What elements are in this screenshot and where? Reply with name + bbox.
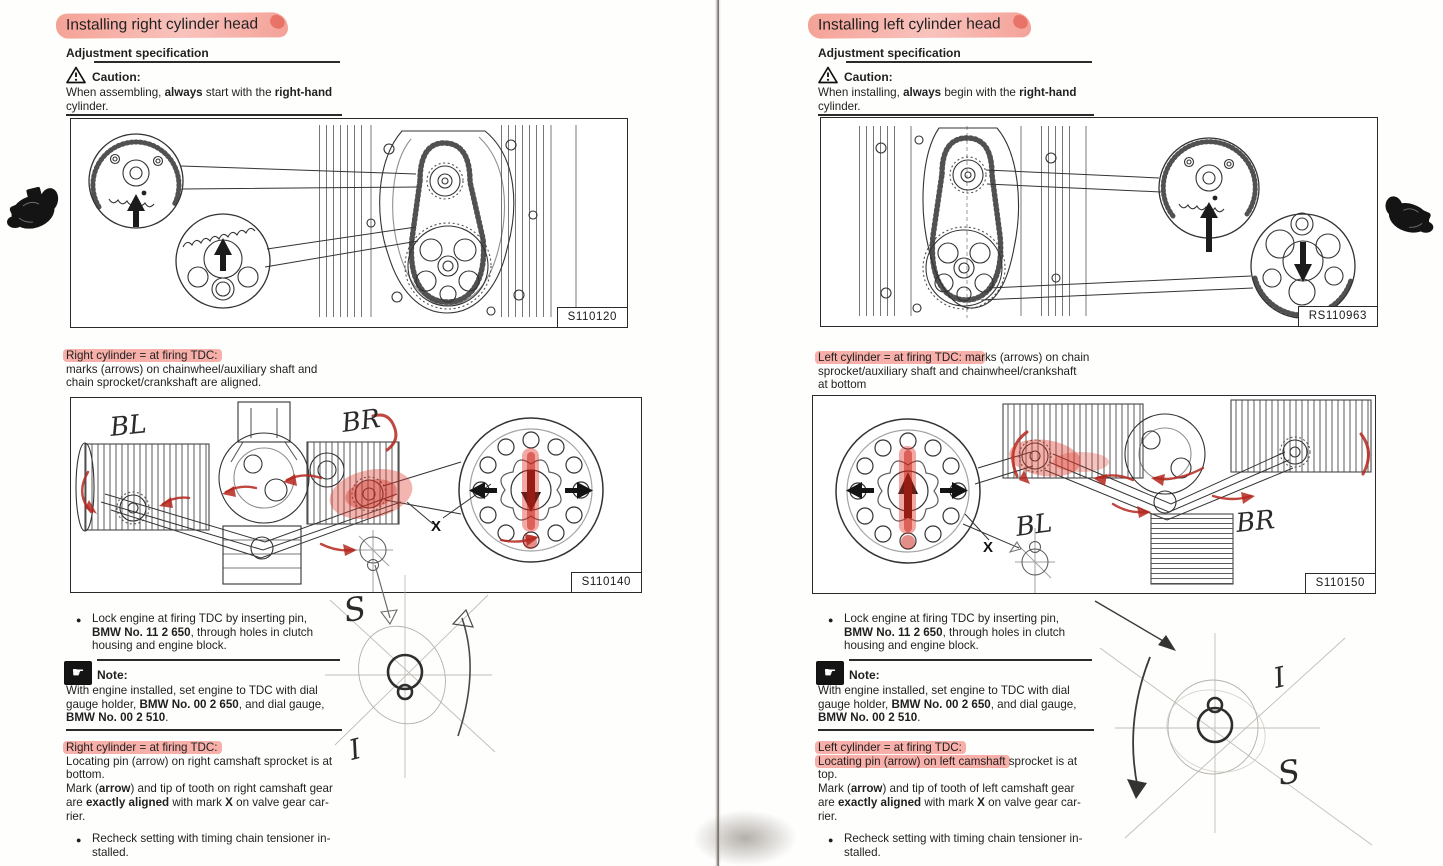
bullet-icon: ● [76,615,82,625]
engine-timing-diagram-svg [855,126,1356,319]
title-highlighter-mark: Installing left cylinder head [807,12,1031,39]
caution-label: Caution: [92,70,141,84]
figure-label: S110150 [1304,573,1376,594]
pencil-keyhole-mark [353,530,393,592]
figure-boxer-engine-left: BL BR X S110150 [812,395,1376,594]
pen-arrowhead [1158,635,1176,651]
note-rule-top [849,659,1092,661]
tdc-note-top: Right cylinder = at firing TDC:marks (ar… [66,349,318,390]
title-highlighter-mark: Installing right cylinder head [55,12,289,39]
red-highlighter-blob [1009,439,1081,477]
hand-sketch-camshaft-right-page: I S [1094,600,1373,846]
handwritten-br: BR [1234,505,1277,539]
handwritten-i: I [1270,660,1290,695]
section-heading: Adjustment specification [66,46,209,60]
caution-text: When assembling, always start with the r… [66,86,333,113]
engine-timing-diagram-svg [88,125,577,317]
bullet-recheck: Recheck setting with timing chain tensio… [844,832,1083,859]
caution-text: When installing, always begin with the r… [818,86,1077,113]
handwritten-br: BR [339,404,382,439]
warning-triangle-icon [818,66,838,84]
heading-rule [94,61,340,63]
printed-x-mark: X [983,539,993,556]
caution-rule [66,114,342,116]
page-title-text: Installing right cylinder head [65,15,259,34]
warning-triangle-icon [66,66,86,84]
heading-rule [846,61,1092,63]
note-hand-icon: ☛ [64,661,92,685]
note-rule-bottom [66,729,342,731]
pencil-keyhole-mark [1015,528,1055,593]
handwritten-s: S [341,589,369,630]
boxer-engine-diagram-svg: BL BR X [75,401,604,592]
page-title: Installing left cylinder head [807,12,1031,39]
note-rule-top [97,659,340,661]
section-heading: Adjustment specification [818,46,961,60]
caution-rule [818,114,1094,116]
bullet-icon: ● [828,835,834,845]
margin-photo-object-left [7,186,59,229]
inset-camshaft-gear-detail [835,418,981,564]
figure-boxer-engine-right: BL BR X S110140 [70,397,642,593]
boxer-engine-diagram-svg: BL BR X [835,399,1372,593]
printed-x-mark: X [431,518,441,535]
note-label: Note: [849,668,880,682]
tdc-note-bottom: Right cylinder = at firing TDC:Locating … [66,741,333,823]
note-hand-icon: ☛ [816,661,844,685]
bullet-icon: ● [828,615,834,625]
figure-label: RS110963 [1297,306,1378,327]
bullet-lock-engine: Lock engine at firing TDC by inserting p… [844,612,1066,653]
note-label: Note: [97,668,128,682]
handwritten-s: S [1275,752,1303,793]
tdc-note-top: Left cylinder = at firing TDC: marks (ar… [818,351,1090,392]
tdc-note-bottom: Left cylinder = at firing TDC:Locating p… [818,741,1081,823]
red-highlighter-blob [329,468,413,520]
handwritten-bl: BL [1013,508,1054,543]
note-rule-bottom [818,729,1094,731]
inset-chain-sprocket-detail [88,133,184,229]
figure-label: S110120 [556,307,628,328]
timing-chain-loop [408,140,487,305]
handwritten-i: I [345,732,366,767]
caution-label: Caution: [844,70,893,84]
figure-label: S110140 [570,572,642,593]
scan-shadow [693,810,797,866]
pen-arrowhead [1127,779,1147,799]
alignment-arrow-up [127,194,232,271]
figure-timing-chain-left: RS110963 [820,117,1378,327]
bullet-icon: ● [76,835,82,845]
note-text: With engine installed, set engine to TDC… [818,684,1077,725]
bullet-recheck: Recheck setting with timing chain tensio… [92,832,331,859]
figure-timing-chain-right: S110120 [70,118,628,328]
note-text: With engine installed, set engine to TDC… [66,684,325,725]
alignment-arrows [1200,202,1312,282]
margin-photo-object-right [1385,196,1434,233]
inset-camshaft-gear-detail [458,417,604,563]
page-title: Installing right cylinder head [55,12,289,39]
page-fold-line [715,0,721,866]
page-title-text: Installing left cylinder head [817,15,1001,34]
timing-chain-loop [929,135,1004,303]
bullet-lock-engine: Lock engine at firing TDC by inserting p… [92,612,314,653]
handwritten-bl: BL [108,409,148,443]
